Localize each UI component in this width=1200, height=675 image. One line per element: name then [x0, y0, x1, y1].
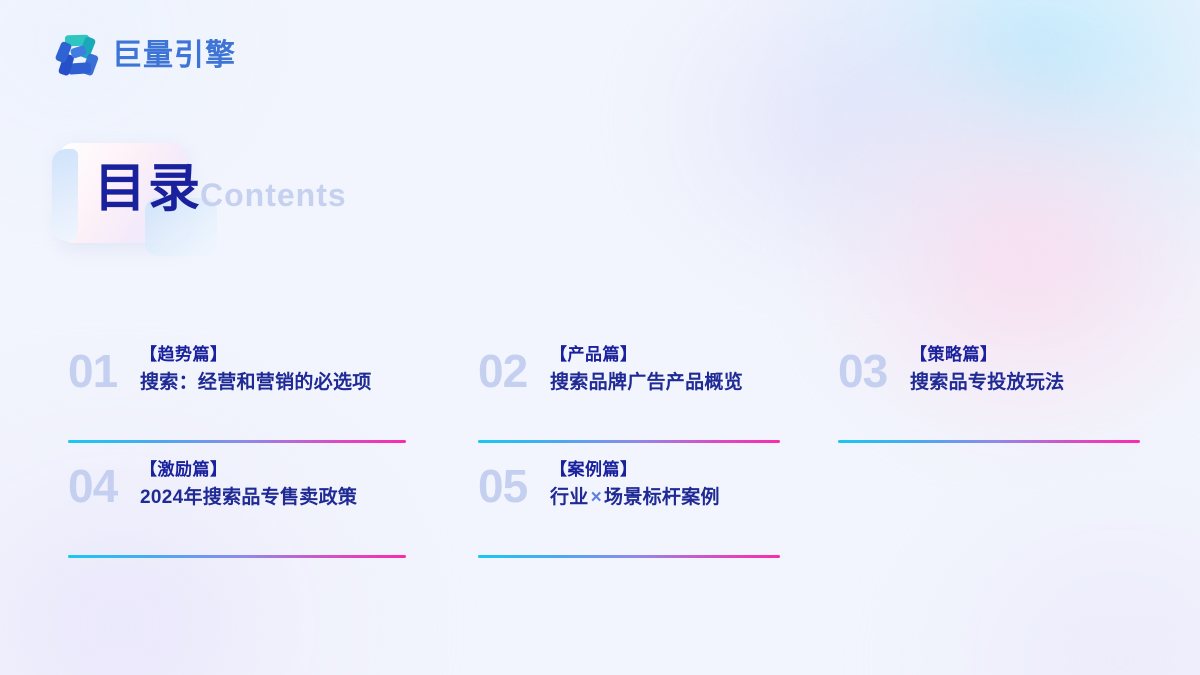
page-title-cn: 目录 — [94, 160, 203, 218]
title-decoration-card-small — [145, 198, 217, 256]
toc-tag: 【趋势篇】 — [140, 345, 228, 364]
toc-item-05[interactable]: 05 【案例篇】 行业×场景标杆案例 — [478, 455, 838, 560]
toc-tag: 【激励篇】 — [140, 460, 228, 479]
toc-tag: 【案例篇】 — [550, 460, 638, 479]
toc-gradient-rule — [68, 440, 406, 443]
toc-number: 05 — [478, 460, 528, 512]
toc-number: 04 — [68, 460, 118, 512]
toc-item-02[interactable]: 02 【产品篇】 搜索品牌广告产品概览 — [478, 340, 838, 445]
gradient-blob-top-right-violet — [630, 0, 1050, 300]
toc-number: 01 — [68, 345, 118, 397]
brand-name: 巨量引擎 — [112, 39, 236, 72]
brand-logo: 巨量引擎 — [52, 30, 236, 82]
toc-gradient-rule — [478, 555, 780, 558]
toc-gradient-rule — [838, 440, 1140, 443]
toc-gradient-rule — [68, 555, 406, 558]
toc-title: 行业×场景标杆案例 — [550, 486, 720, 508]
toc-title: 2024年搜索品专售卖政策 — [140, 486, 358, 508]
page-title-en: Contents — [200, 177, 347, 213]
page-title-block: 目录 Contents — [52, 135, 472, 260]
toc-title: 搜索品牌广告产品概览 — [550, 371, 744, 393]
gradient-blob-top-right-cyan — [760, 0, 1200, 330]
toc-item-04[interactable]: 04 【激励篇】 2024年搜索品专售卖政策 — [68, 455, 478, 560]
toc-number: 03 — [838, 345, 888, 397]
pinwheel-logo-icon — [55, 34, 99, 76]
toc-item-01[interactable]: 01 【趋势篇】 搜索：经营和营销的必选项 — [68, 340, 478, 445]
multiply-symbol: × — [590, 486, 603, 508]
page-title: 目录 Contents — [94, 163, 347, 215]
toc-gradient-rule — [478, 440, 780, 443]
toc-tag: 【产品篇】 — [550, 345, 638, 364]
toc-title: 搜索：经营和营销的必选项 — [140, 371, 372, 393]
title-decoration-card-edge — [52, 149, 78, 241]
toc-title: 搜索品专投放玩法 — [910, 371, 1065, 393]
table-of-contents: 01 【趋势篇】 搜索：经营和营销的必选项 02 【产品篇】 搜索品牌广告产品概… — [0, 340, 1200, 570]
toc-item-03[interactable]: 03 【策略篇】 搜索品专投放玩法 — [838, 340, 1198, 445]
toc-tag: 【策略篇】 — [910, 345, 998, 364]
toc-number: 02 — [478, 345, 528, 397]
